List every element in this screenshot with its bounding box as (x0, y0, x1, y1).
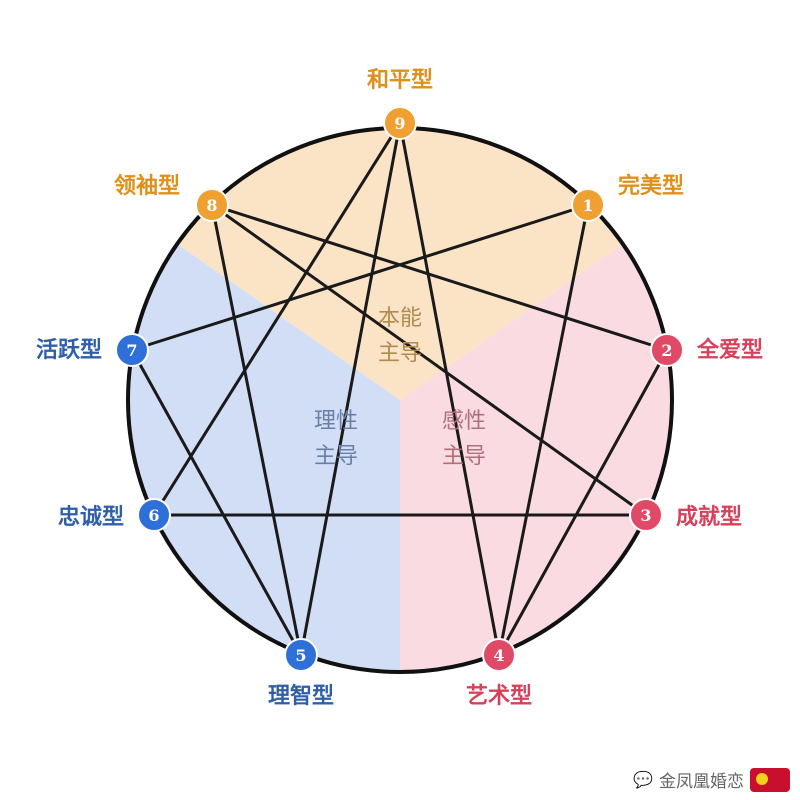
wechat-icon: 💬 (633, 771, 653, 789)
node-number-4: 4 (493, 646, 504, 665)
type-nodes: 9 1 2 3 4 5 6 7 8 (115, 106, 684, 672)
center-feeling-line2: 主导 (442, 444, 486, 469)
connection-lines (130, 122, 669, 656)
watermark: 💬 金凤凰婚恋 (633, 767, 790, 792)
node-number-2: 2 (661, 341, 672, 360)
node-4 (482, 638, 516, 672)
node-number-7: 7 (126, 341, 137, 360)
node-number-5: 5 (295, 646, 306, 665)
connection-line-2-4 (497, 349, 669, 656)
watermark-text: 金凤凰婚恋 (659, 772, 744, 792)
node-number-6: 6 (148, 506, 159, 525)
connection-line-3-8 (211, 203, 647, 517)
center-instinct-line2: 主导 (378, 341, 422, 366)
node-number-3: 3 (640, 506, 651, 525)
center-labels: 本能 主导 理性 主导 感性 主导 (314, 306, 486, 469)
center-feeling-line1: 感性 (442, 409, 486, 434)
type-label-1: 完美型 (618, 173, 684, 199)
center-thinking-line1: 理性 (314, 409, 358, 434)
node-number-1: 1 (582, 196, 593, 215)
connection-line-7-1 (131, 203, 589, 352)
type-label-9: 和平型 (367, 68, 433, 93)
type-label-6: 忠诚型 (58, 505, 124, 530)
node-9 (383, 106, 417, 140)
type-label-7: 活跃型 (36, 338, 102, 363)
node-8 (195, 188, 229, 222)
connection-line-8-5 (210, 204, 303, 656)
connection-line-8-2 (211, 203, 668, 352)
node-5 (284, 638, 318, 672)
node-3 (629, 498, 663, 532)
type-label-5: 理智型 (268, 683, 334, 709)
connection-line-9-5 (299, 122, 402, 656)
connection-line-7-5 (130, 349, 303, 656)
sector-thinking (127, 243, 400, 672)
type-label-3: 成就型 (676, 504, 742, 530)
type-label-4: 艺术型 (466, 683, 532, 709)
center-instinct-line1: 本能 (378, 306, 422, 331)
node-number-8: 8 (206, 196, 217, 215)
node-number-9: 9 (394, 114, 405, 133)
sector-feeling (400, 243, 672, 672)
type-label-2: 全爱型 (696, 337, 763, 363)
type-label-8: 领袖型 (114, 173, 180, 199)
center-thinking-line2: 主导 (314, 444, 358, 469)
node-1 (571, 188, 605, 222)
connection-line-9-4 (398, 122, 501, 656)
brand-logo-icon (750, 767, 790, 792)
connection-line-6-9 (152, 122, 402, 516)
node-6 (137, 498, 171, 532)
node-2 (650, 333, 684, 367)
connection-line-1-4 (497, 204, 590, 656)
node-7 (115, 333, 149, 367)
